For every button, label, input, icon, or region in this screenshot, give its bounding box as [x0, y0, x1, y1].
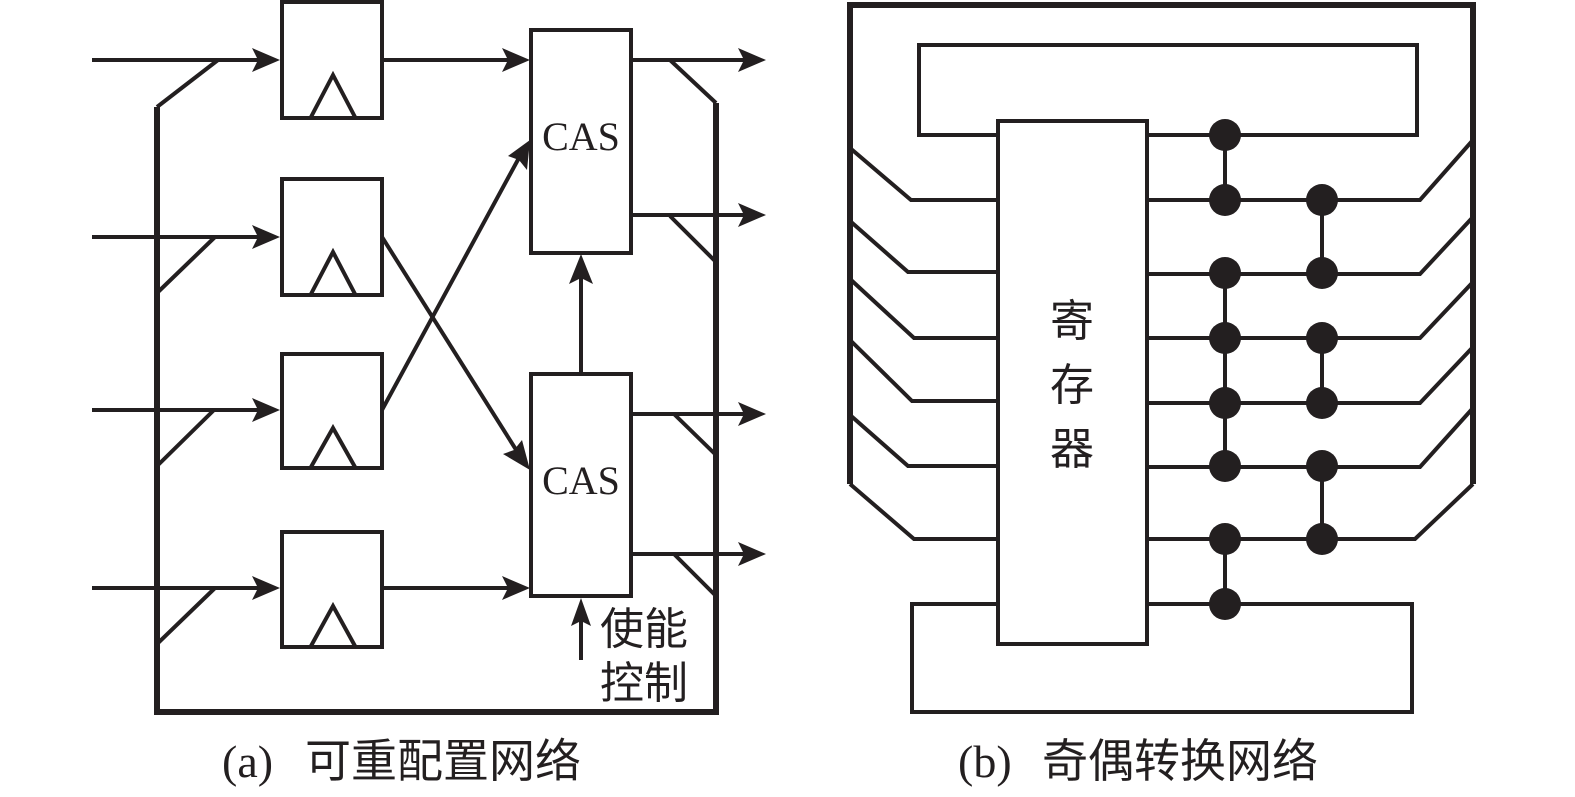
- outer-frame: [847, 2, 1476, 484]
- column2-node: [1306, 257, 1338, 289]
- caption-a-tag: (a): [222, 736, 273, 787]
- flipflop-2: [280, 177, 384, 297]
- enable-label-line2: 控制: [600, 658, 688, 709]
- left-feedback-lines: [848, 146, 998, 541]
- cas2-output-1: [631, 402, 766, 457]
- cas2-output-2: [631, 542, 766, 598]
- column2-node: [1306, 184, 1338, 216]
- clock-triangle-icon: [309, 247, 357, 295]
- input-line-1: [92, 48, 280, 109]
- panel-a-reconfigurable-network: CAS CAS: [92, 0, 766, 788]
- clock-triangle-icon: [309, 601, 357, 647]
- column2-node: [1306, 387, 1338, 419]
- column1-node: [1209, 387, 1241, 419]
- input-line-3: [92, 398, 280, 468]
- panel-b-odd-even-network: 寄 存 器 (b) 奇偶转换网络: [847, 2, 1476, 788]
- register-char-2: 存: [1050, 360, 1094, 411]
- up-arrow-icon: [571, 598, 591, 626]
- cas2-to-cas1-arrow: [569, 254, 593, 374]
- ff1-to-cas1: [382, 48, 530, 72]
- cas-unit-1: CAS: [529, 28, 633, 255]
- register-block: 寄 存 器: [996, 119, 1149, 646]
- caption-b-text: 奇偶转换网络: [1042, 734, 1318, 788]
- cas-label: CAS: [542, 458, 620, 503]
- column2-node: [1306, 450, 1338, 482]
- flipflop-3: [280, 352, 384, 470]
- ff2-to-cas2-cross: [380, 235, 530, 470]
- caption-b-tag: (b): [958, 736, 1012, 787]
- input-line-2: [92, 225, 280, 295]
- ff4-to-cas2: [382, 576, 530, 600]
- column1-node: [1209, 184, 1241, 216]
- clock-triangle-icon: [309, 70, 357, 118]
- top-loop: [917, 43, 1419, 137]
- column1-node: [1209, 588, 1241, 620]
- column1-node: [1209, 257, 1241, 289]
- cas-label: CAS: [542, 114, 620, 159]
- ff3-to-cas1-cross: [380, 140, 530, 411]
- cas1-output-2: [631, 203, 766, 264]
- flipflop-4: [280, 530, 384, 649]
- column1-node: [1209, 450, 1241, 482]
- cas-unit-2: CAS: [529, 372, 633, 598]
- register-char-1: 寄: [1050, 296, 1094, 347]
- column2-node: [1306, 523, 1338, 555]
- register-char-3: 器: [1050, 424, 1094, 475]
- column1-node: [1209, 119, 1241, 151]
- flipflop-1: [280, 0, 384, 120]
- bottom-loop: [910, 602, 1414, 714]
- column1-node: [1209, 322, 1241, 354]
- enable-label-line1: 使能: [600, 604, 688, 655]
- compare-swap-nodes: [1209, 119, 1338, 620]
- column2-node: [1306, 322, 1338, 354]
- cas1-output-1: [631, 48, 766, 105]
- clock-triangle-icon: [309, 423, 357, 468]
- input-line-4: [92, 576, 280, 646]
- enable-control: 使能 控制: [571, 598, 688, 709]
- column1-node: [1209, 523, 1241, 555]
- caption-a-text: 可重配置网络: [305, 734, 581, 788]
